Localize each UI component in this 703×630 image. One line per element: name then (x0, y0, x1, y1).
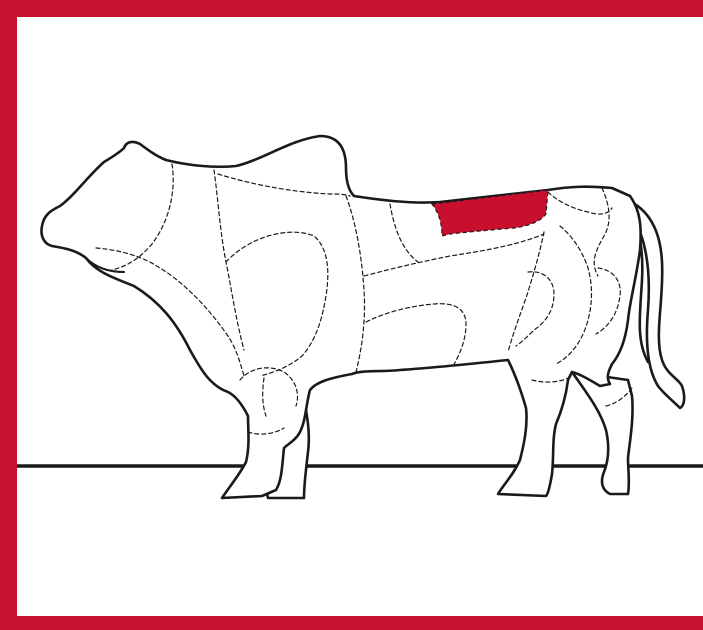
far-hind-leg (572, 372, 633, 494)
body-outline (41, 136, 640, 498)
